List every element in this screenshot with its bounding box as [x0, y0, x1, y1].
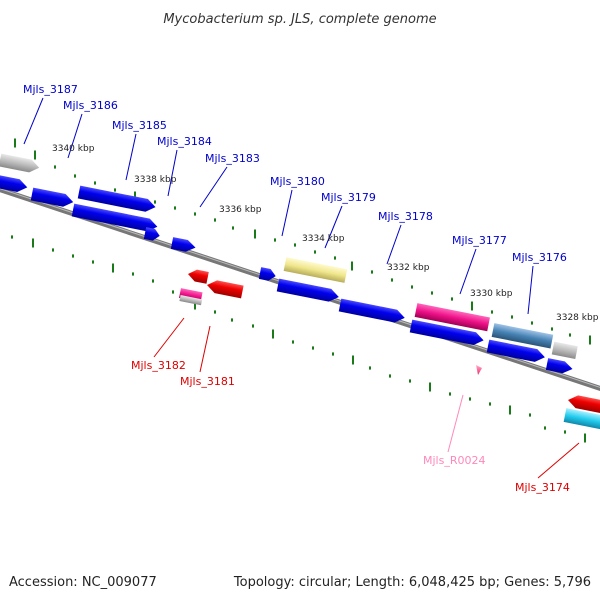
- gene-arrow-mjls-3187[interactable]: [0, 173, 29, 194]
- gene-callout-line: [527, 265, 534, 315]
- scale-label: 3336 kbp: [219, 205, 262, 215]
- gene-label-mjls-3187[interactable]: Mjls_3187: [23, 83, 78, 96]
- gene-features: [0, 153, 600, 431]
- gene-arrow-mjls-3177[interactable]: [409, 319, 485, 347]
- gene-callout-line: [199, 325, 211, 373]
- gene-callout-line: [324, 205, 343, 249]
- gene-callout-line: [459, 248, 477, 295]
- gene-arrow-mjls-3184[interactable]: [143, 227, 161, 242]
- gene-arrow-mjls-3181[interactable]: [206, 279, 244, 299]
- scale-ticks: [11, 138, 591, 443]
- gene-arrow-mjls-3182[interactable]: [187, 268, 209, 284]
- gene-arrow-mjls-3180[interactable]: [258, 267, 277, 282]
- gene-callout-line: [537, 442, 580, 479]
- gene-arrow-mjls-3183[interactable]: [170, 237, 197, 253]
- gene-label-mjls-3185[interactable]: Mjls_3185: [112, 119, 167, 132]
- gene-callout-line: [447, 394, 464, 453]
- gene-labels: Mjls_3187Mjls_3186Mjls_3185Mjls_3184Mjls…: [23, 83, 570, 494]
- gene-label-mjls-3182[interactable]: Mjls_3182: [131, 359, 186, 372]
- gene-label-mjls-3179[interactable]: Mjls_3179: [321, 191, 376, 204]
- scale-labels: 3340 kbp 3338 kbp 3336 kbp 3334 kbp 3332 kbp…: [52, 144, 599, 323]
- gene-feature-yellow[interactable]: [283, 257, 348, 283]
- gene-arrow-upper-a[interactable]: [77, 185, 157, 214]
- scale-label: 3328 kbp: [556, 313, 599, 323]
- gene-feature-grey-right[interactable]: [551, 341, 578, 360]
- gene-callout-line: [199, 166, 228, 208]
- scale-label: 3330 kbp: [470, 289, 513, 299]
- gene-feature-cyan[interactable]: [563, 408, 600, 431]
- gene-callout-line: [67, 113, 83, 159]
- gene-label-mjls-3183[interactable]: Mjls_3183: [205, 152, 260, 165]
- gene-arrow-mjls-3185[interactable]: [71, 203, 159, 233]
- gene-feature-magenta[interactable]: [414, 303, 490, 332]
- gene-label-mjls-r0024[interactable]: Mjls_R0024: [423, 454, 485, 467]
- gene-label-mjls-3174[interactable]: Mjls_3174: [515, 481, 570, 494]
- gene-label-mjls-3186[interactable]: Mjls_3186: [63, 99, 118, 112]
- map-title: Mycobacterium sp. JLS, complete genome: [163, 12, 436, 27]
- gene-arrow-mjls-3174[interactable]: [567, 394, 600, 415]
- gene-label-mjls-3176[interactable]: Mjls_3176: [512, 251, 567, 264]
- gene-arrow-mjls-3186[interactable]: [30, 187, 75, 209]
- scale-label: 3338 kbp: [134, 175, 177, 185]
- gene-label-mjls-3178[interactable]: Mjls_3178: [378, 210, 433, 223]
- accession-label: Accession: NC_009077: [9, 575, 157, 590]
- gene-callouts: [23, 97, 580, 479]
- scale-label: 3332 kbp: [387, 263, 430, 273]
- genome-summary: Topology: circular; Length: 6,048,425 bp…: [233, 575, 591, 590]
- gene-label-mjls-3177[interactable]: Mjls_3177: [452, 234, 507, 247]
- gene-callout-line: [125, 133, 137, 181]
- gene-callout-line: [23, 97, 44, 145]
- gene-label-mjls-3181[interactable]: Mjls_3181: [180, 375, 235, 388]
- gene-label-mjls-3184[interactable]: Mjls_3184: [157, 135, 212, 148]
- gene-feature-steel[interactable]: [491, 323, 554, 349]
- gene-callout-line: [167, 149, 178, 197]
- gene-arrow-mjls-3179[interactable]: [276, 278, 340, 304]
- gene-feature-grey-left[interactable]: [0, 153, 41, 175]
- gene-arrow-mjls-3176[interactable]: [486, 339, 546, 364]
- scale-label: 3340 kbp: [52, 144, 95, 154]
- scale-label: 3334 kbp: [302, 234, 345, 244]
- gene-callout-line: [281, 189, 293, 237]
- gene-arrow-mjls-3178[interactable]: [338, 298, 406, 325]
- gene-callout-line: [386, 224, 402, 265]
- gene-label-mjls-3180[interactable]: Mjls_3180: [270, 175, 325, 188]
- gene-feature-small-grey[interactable]: [179, 295, 203, 306]
- rna-marker-mjls-r0024[interactable]: [476, 365, 482, 375]
- gene-callout-line: [153, 317, 185, 358]
- gene-arrow-mjls-3175[interactable]: [545, 358, 574, 375]
